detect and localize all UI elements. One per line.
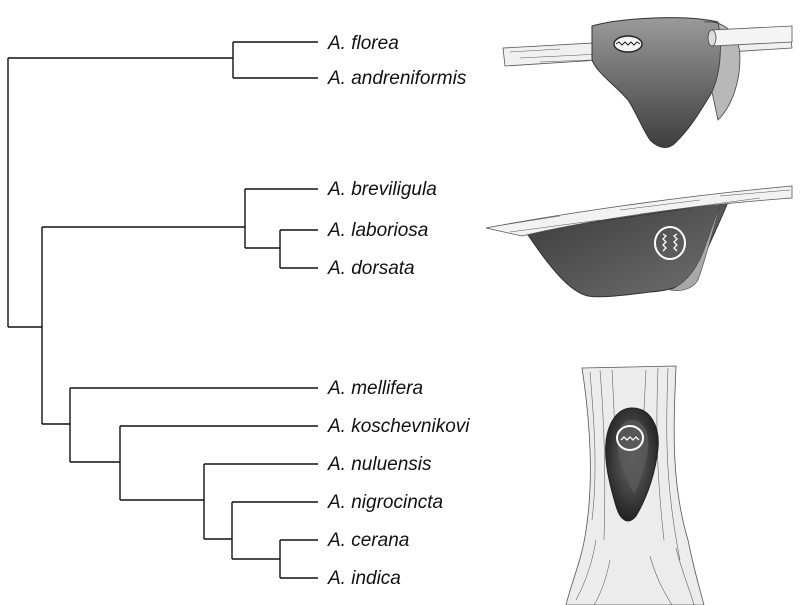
branch-nigrocincta-split [232, 502, 318, 559]
taxon-label: A. dorsata [327, 258, 415, 279]
branch-koschevnikovi-split [120, 426, 318, 500]
branch-dwarf-bee-clade [233, 42, 318, 78]
branch-laboriosa-dorsata [280, 230, 318, 268]
branch-giant-bee-clade [245, 189, 318, 248]
taxon-label: A. breviligula [327, 179, 437, 200]
branch-cerana-indica [280, 540, 318, 578]
taxon-label: A. indica [327, 568, 401, 589]
giant-bee-nest-illustration [486, 186, 792, 297]
taxon-label: A. nuluensis [327, 454, 432, 475]
taxon-label: A. laboriosa [327, 220, 428, 241]
taxon-label: A. andreniformis [327, 68, 467, 89]
branch-giant-cavity-split [42, 227, 245, 424]
dwarf-bee-nest-illustration [503, 18, 792, 148]
branch-cavity-bee-clade [70, 388, 318, 462]
taxon-label: A. mellifera [327, 378, 423, 399]
comb-shape [592, 18, 720, 148]
taxon-label: A. cerana [327, 530, 409, 551]
taxon-labels: A. florea A. andreniformis A. breviligul… [327, 33, 470, 589]
taxon-label: A. koschevnikovi [327, 416, 470, 437]
taxon-label: A. florea [327, 33, 399, 54]
phylogenetic-tree [8, 42, 318, 578]
twig-front [712, 26, 792, 46]
taxon-label: A. nigrocincta [327, 492, 443, 513]
bee-cell-icon [614, 36, 642, 52]
cavity-bee-nest-illustration [566, 366, 704, 605]
